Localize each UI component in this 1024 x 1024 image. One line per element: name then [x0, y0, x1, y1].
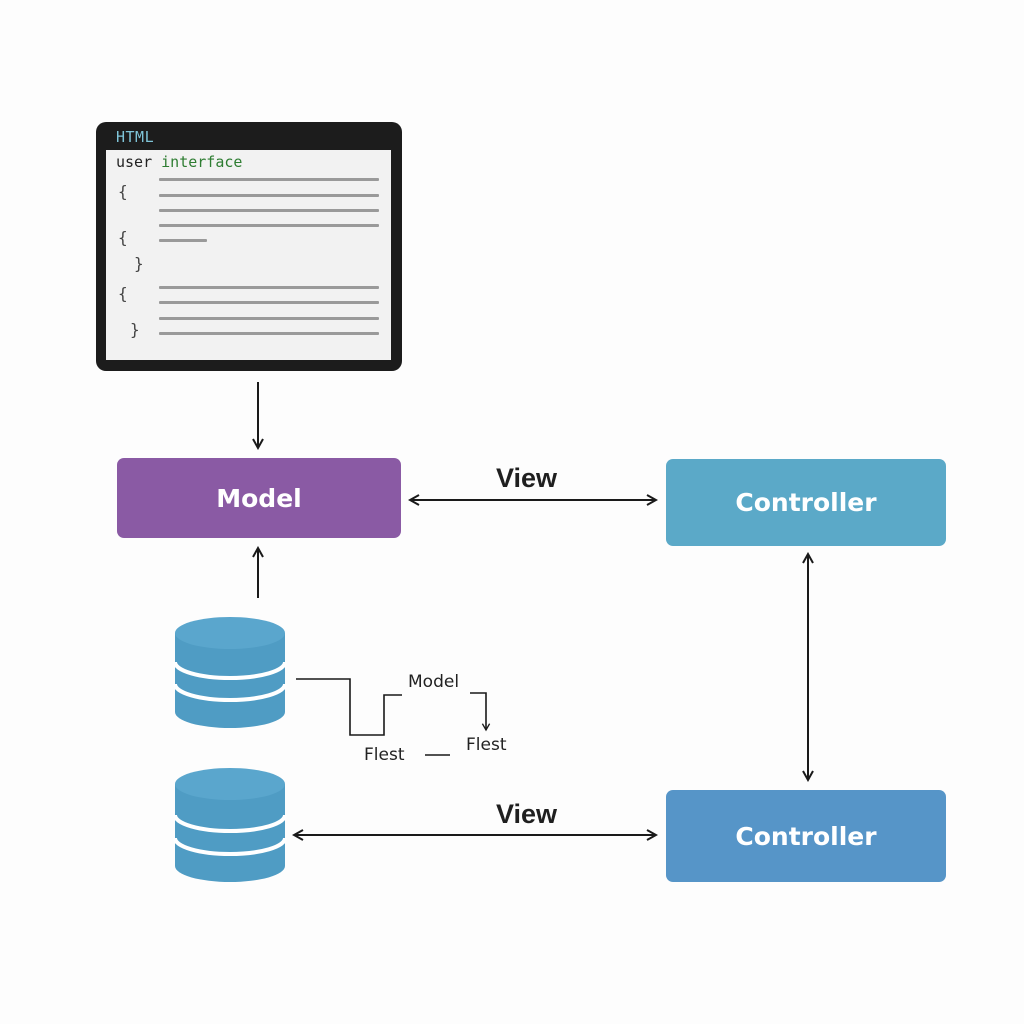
code-title: user interface	[116, 153, 242, 171]
code-title-prefix: user	[116, 153, 162, 171]
code-brace: {	[118, 284, 128, 303]
controller-box-bottom: Controller	[666, 790, 946, 882]
code-brace: {	[118, 228, 128, 247]
database-icon	[173, 768, 287, 882]
code-line	[159, 332, 379, 335]
code-brace: }	[134, 254, 144, 273]
view-label-top: View	[496, 463, 558, 493]
code-line	[159, 286, 379, 289]
code-body: user interface { { } { }	[106, 150, 391, 360]
connector-model-to-first	[470, 692, 491, 732]
first-label-left: Flest	[364, 745, 405, 765]
code-line	[159, 209, 379, 212]
code-line	[159, 239, 207, 242]
code-line	[159, 317, 379, 320]
first-label-right: Flest	[466, 735, 507, 755]
model-small-label: Model	[408, 672, 460, 692]
controller-box-top: Controller	[666, 459, 946, 546]
code-brace: }	[130, 320, 140, 339]
code-tab-label: HTML	[116, 128, 155, 146]
code-brace: {	[118, 182, 128, 201]
code-title-highlight: interface	[161, 153, 243, 171]
code-line	[159, 178, 379, 181]
code-line	[159, 224, 379, 227]
model-box: Model	[117, 458, 401, 538]
database-icon	[173, 617, 287, 728]
view-label-bottom: View	[496, 799, 558, 829]
code-line	[159, 301, 379, 304]
code-window: HTML user interface { { } { }	[96, 122, 402, 371]
connector-db-to-first	[296, 678, 402, 736]
code-line	[159, 194, 379, 197]
